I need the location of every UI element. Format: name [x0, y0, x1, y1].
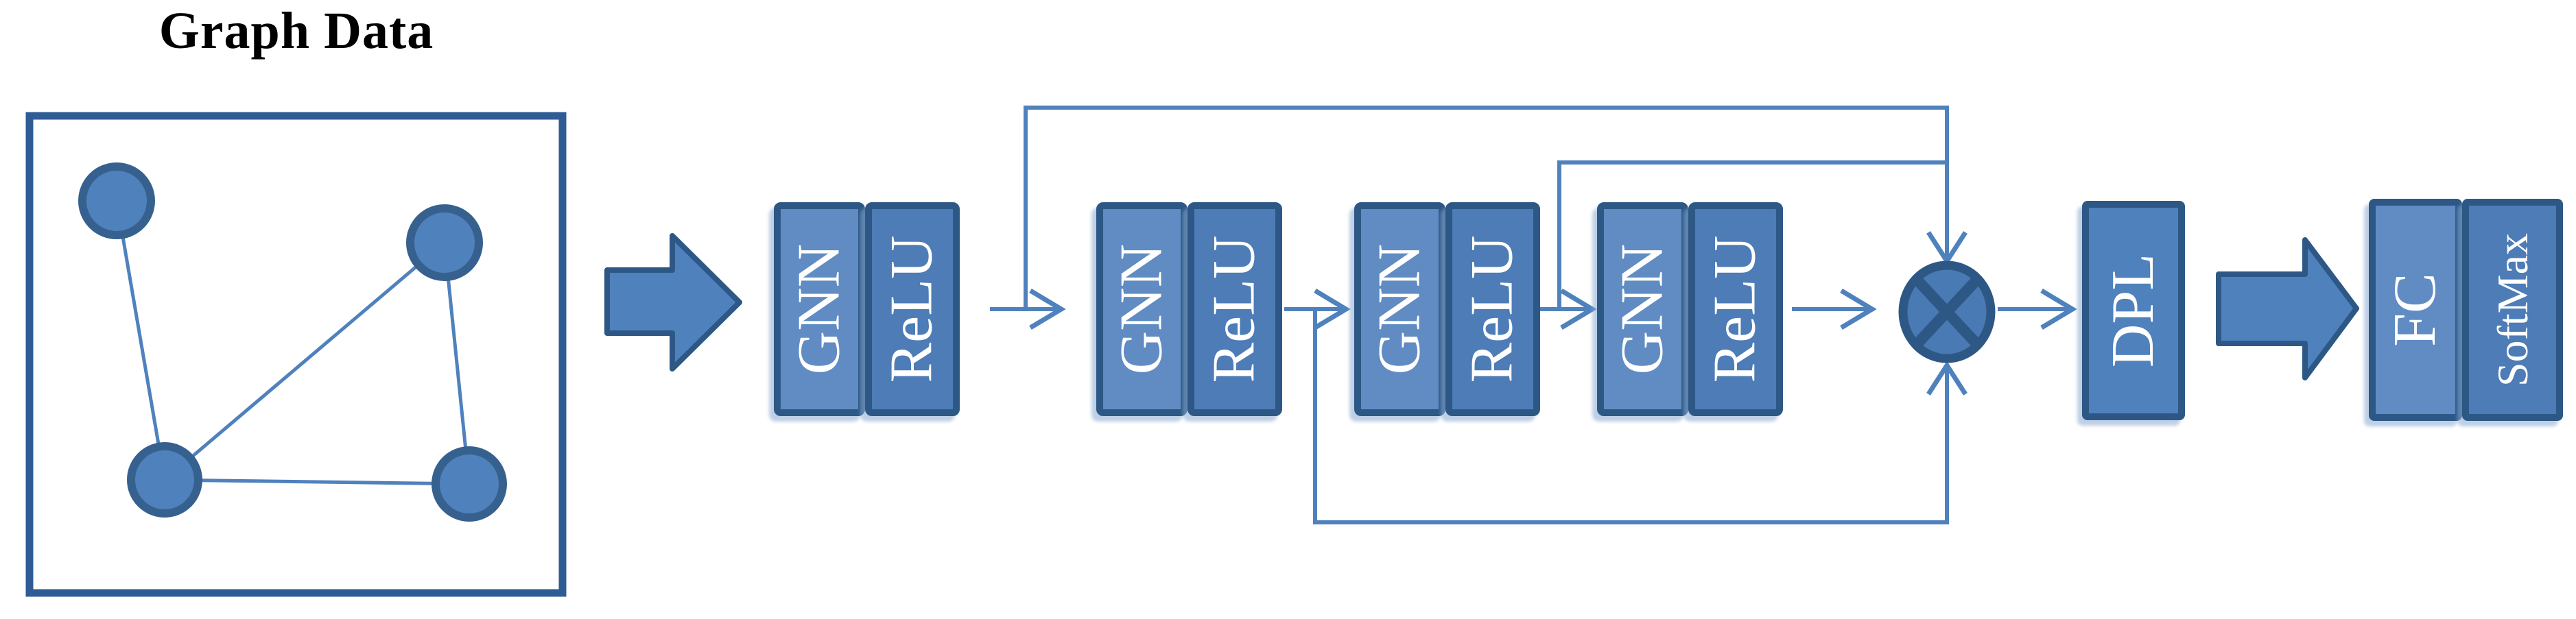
skip-connection-bottom — [1313, 309, 1949, 524]
dpl-layer: DPL — [2082, 201, 2185, 420]
gnn-layer-4: GNN — [1597, 202, 1688, 416]
gnn-label: GNN — [1366, 243, 1433, 375]
graph-node — [78, 162, 155, 239]
graph-edge — [115, 200, 167, 481]
gnn-label: GNN — [1609, 243, 1676, 375]
fc-label: FC — [2381, 273, 2448, 347]
skip-connection-top-1 — [1024, 106, 1949, 309]
arrowhead-right-icon — [1314, 288, 1351, 330]
arrowhead-right-icon — [2040, 288, 2077, 330]
gnn-label: GNN — [1108, 243, 1175, 375]
relu-layer-4: ReLU — [1688, 202, 1783, 416]
graph-edge — [164, 478, 470, 486]
arrowhead-right-icon — [1840, 288, 1877, 330]
dpl-label: DPL — [2100, 253, 2166, 368]
fc-layer: FC — [2369, 199, 2462, 421]
graph-node — [406, 204, 483, 281]
gnn-layer-2: GNN — [1096, 202, 1187, 416]
input-arrow-icon — [604, 233, 742, 372]
relu-layer-2: ReLU — [1187, 202, 1282, 416]
gnn-layer-3: GNN — [1354, 202, 1445, 416]
graph-box — [25, 112, 567, 597]
skip-connection-top-2 — [1557, 160, 1947, 309]
softmax-layer: SoftMax — [2462, 199, 2563, 421]
graph-edge — [442, 242, 471, 485]
graph-data-title: Graph Data — [158, 2, 434, 60]
relu-label: ReLU — [1459, 235, 1526, 383]
relu-label: ReLU — [1201, 235, 1268, 383]
arrowhead-up-icon — [1926, 361, 1968, 396]
relu-label: ReLU — [879, 235, 945, 383]
graph-content-layer — [78, 162, 507, 522]
softmax-label: SoftMax — [2488, 233, 2537, 387]
graph-node — [432, 446, 507, 522]
relu-layer-3: ReLU — [1445, 202, 1540, 416]
gnn-layer-1: GNN — [774, 202, 865, 416]
output-arrow-icon — [2216, 237, 2359, 380]
gnn-label: GNN — [785, 243, 853, 375]
graph-edge — [163, 241, 446, 481]
multiply-x-icon — [1913, 276, 1981, 348]
relu-layer-1: ReLU — [865, 202, 960, 416]
arrowhead-right-icon — [1560, 288, 1597, 330]
graph-node — [127, 442, 202, 518]
arrowhead-right-icon — [1029, 288, 1066, 330]
relu-label: ReLU — [1702, 235, 1769, 383]
